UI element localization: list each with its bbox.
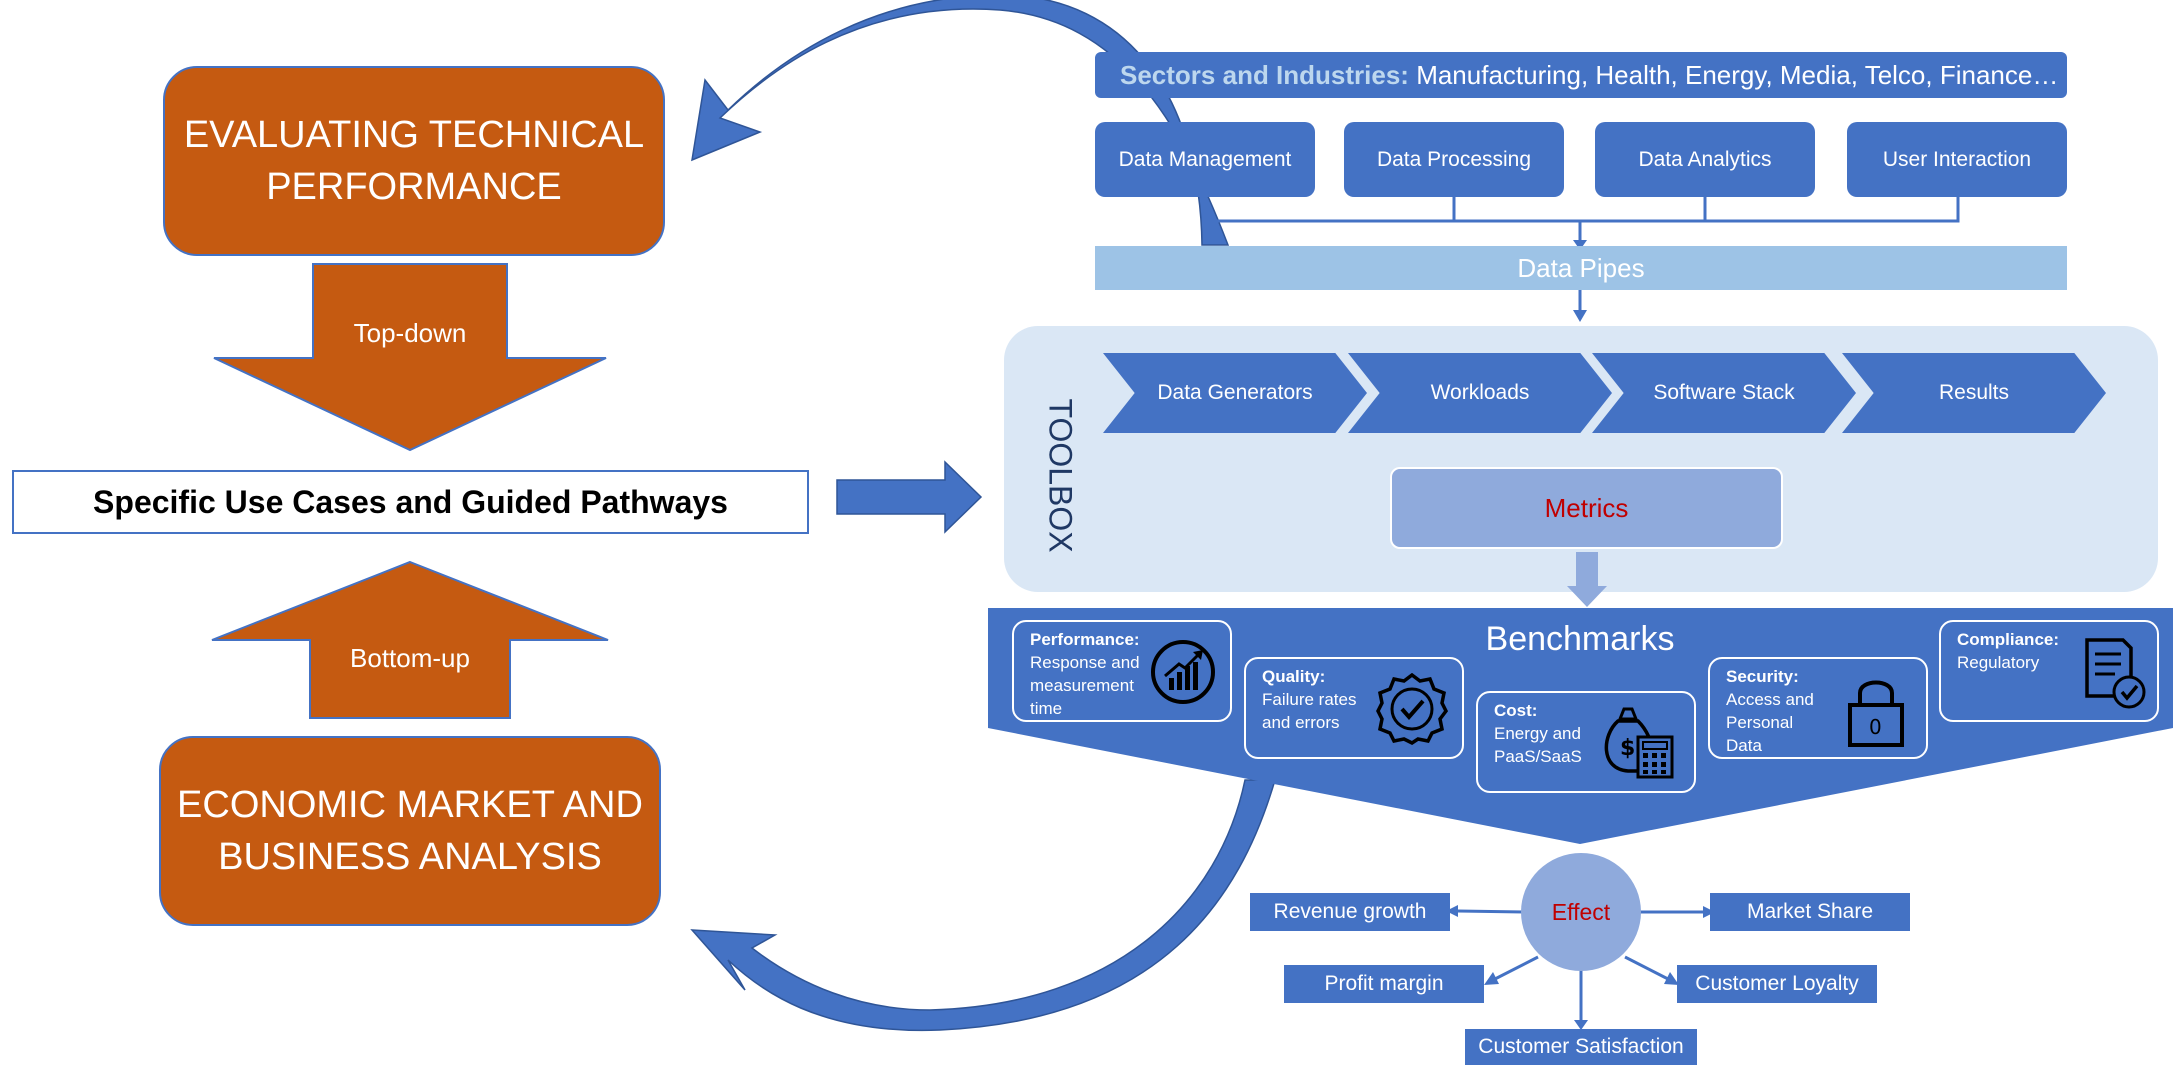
top-down-label: Top-down bbox=[353, 318, 467, 348]
benchmark-performance-text: Response and measurement time bbox=[1030, 653, 1140, 718]
toolbox-label: TOOLBOX bbox=[1042, 398, 1079, 553]
document-check-icon bbox=[2085, 638, 2146, 709]
svg-text:0: 0 bbox=[1869, 715, 1882, 739]
benchmark-compliance-text: Regulatory bbox=[1957, 653, 2040, 672]
curved-arrow-bottom bbox=[690, 779, 1277, 1032]
benchmark-compliance-title: Compliance: bbox=[1957, 630, 2060, 649]
quality-badge-icon bbox=[1376, 673, 1448, 745]
layer-data-management: Data Management bbox=[1095, 122, 1315, 197]
metrics-down-arrow bbox=[1567, 552, 1607, 607]
benchmark-cost-text: Energy and PaaS/SaaS bbox=[1494, 724, 1582, 766]
use-cases-label: Specific Use Cases and Guided Pathways bbox=[12, 470, 809, 534]
layer-data-processing: Data Processing bbox=[1344, 122, 1564, 197]
bottom-up-label: Bottom-up bbox=[350, 643, 470, 673]
benchmark-card-performance: Performance: Response and measurement ti… bbox=[1012, 620, 1232, 722]
layer-user-interaction: User Interaction bbox=[1847, 122, 2067, 197]
benchmark-cost-title: Cost: bbox=[1494, 701, 1538, 720]
effect-customer-satisfaction: Customer Satisfaction bbox=[1465, 1029, 1697, 1065]
benchmark-quality-text: Failure rates and errors bbox=[1262, 690, 1357, 732]
data-pipes-bar: Data Pipes bbox=[1095, 246, 2067, 290]
curved-arrow-top bbox=[691, 0, 1230, 246]
benchmark-security-text: Access and Personal Data bbox=[1726, 690, 1814, 755]
effect-revenue-growth: Revenue growth bbox=[1250, 893, 1450, 931]
benchmark-security-title: Security: bbox=[1726, 667, 1799, 686]
stage-data-generators: Data Generators bbox=[1103, 353, 1367, 433]
sectors-prefix: Sectors and Industries: bbox=[1120, 59, 1409, 90]
bottom-up-arrow bbox=[211, 560, 609, 719]
economic-market-analysis-box: ECONOMIC MARKET AND BUSINESS ANALYSIS bbox=[159, 736, 661, 926]
effect-profit-margin: Profit margin bbox=[1284, 965, 1484, 1003]
benchmark-card-security: Security: Access and Personal Data 0 bbox=[1708, 657, 1928, 759]
benchmark-card-quality: Quality: Failure rates and errors bbox=[1244, 657, 1464, 759]
evaluating-technical-performance-box: EVALUATING TECHNICAL PERFORMANCE bbox=[163, 66, 665, 256]
layer-data-analytics: Data Analytics bbox=[1595, 122, 1815, 197]
stage-workloads: Workloads bbox=[1348, 353, 1612, 433]
svg-text:$: $ bbox=[1620, 736, 1635, 761]
top-down-arrow bbox=[213, 263, 607, 452]
effect-customer-loyalty: Customer Loyalty bbox=[1677, 965, 1877, 1003]
benchmark-performance-title: Performance: bbox=[1030, 630, 1140, 649]
growth-chart-icon bbox=[1151, 640, 1215, 704]
sectors-list: Manufacturing, Health, Energy, Media, Te… bbox=[1408, 59, 2059, 90]
sectors-bar: Sectors and Industries: Manufacturing, H… bbox=[1095, 52, 2067, 98]
benchmarks-shape bbox=[988, 608, 2173, 844]
right-arrow bbox=[836, 460, 983, 534]
stage-software-stack: Software Stack bbox=[1592, 353, 1856, 433]
benchmark-card-compliance: Compliance: Regulatory bbox=[1939, 620, 2159, 722]
metrics-box: Metrics bbox=[1390, 467, 1783, 549]
benchmarks-title: Benchmarks bbox=[1485, 620, 1675, 658]
benchmark-quality-title: Quality: bbox=[1262, 667, 1326, 686]
effect-circle: Effect bbox=[1521, 853, 1641, 971]
stage-results: Results bbox=[1842, 353, 2106, 433]
money-bag-calculator-icon: $ bbox=[1604, 707, 1674, 779]
effect-market-share: Market Share bbox=[1710, 893, 1910, 931]
benchmark-card-cost: Cost: Energy and PaaS/SaaS $ bbox=[1476, 691, 1696, 793]
padlock-icon: 0 bbox=[1848, 680, 1904, 747]
